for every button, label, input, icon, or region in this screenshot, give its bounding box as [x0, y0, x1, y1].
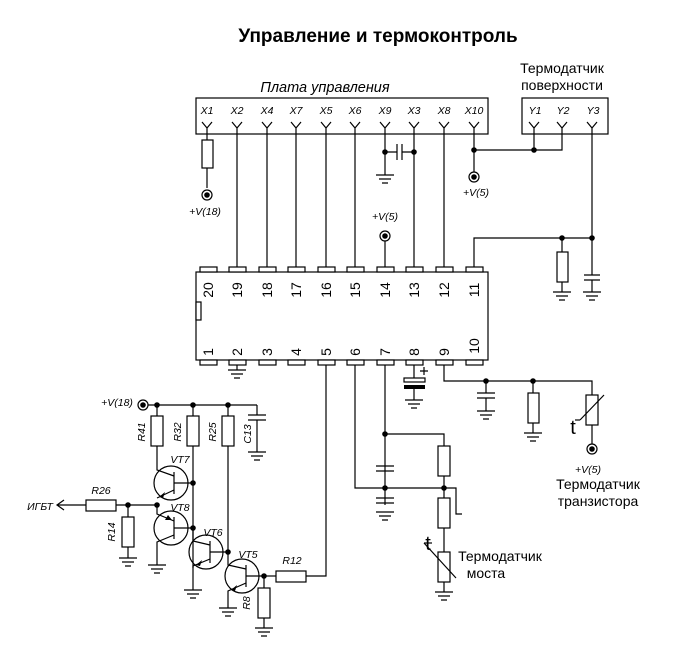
- igbt-arrow-icon: [55, 499, 86, 511]
- terminal-forks: [201, 121, 480, 134]
- r12-resistor: [264, 365, 327, 583]
- svg-text:6: 6: [347, 348, 363, 356]
- x1-resistor: [201, 134, 214, 188]
- transistor-sensor-label-2: транзистора: [558, 493, 639, 509]
- r26-label: R26: [91, 485, 110, 497]
- bridge-thermistor: [423, 542, 457, 601]
- bridge-network: [354, 365, 462, 552]
- terminal-x9: X9: [378, 105, 392, 117]
- vt7-transistor: [153, 446, 193, 501]
- ic-chip: 20 19 18 17 16 15 14 13 12 11 1 2 3 4 5 …: [195, 266, 489, 366]
- r32-label: R32: [172, 422, 184, 441]
- svg-text:7: 7: [377, 348, 393, 356]
- pin8-electrolytic-capacitor: [403, 365, 428, 409]
- v18-top-label: +V(18): [189, 206, 221, 218]
- v18-terminal-icon: [201, 189, 213, 201]
- v5-pin14-terminal-icon: [379, 230, 391, 267]
- terminal-x6: X6: [348, 105, 362, 117]
- r8-resistor: [255, 576, 273, 637]
- terminal-x10: X10: [464, 105, 484, 117]
- vt8-transistor: [148, 505, 193, 574]
- svg-text:20: 20: [200, 282, 216, 298]
- terminal-x7: X7: [289, 105, 304, 117]
- connector-to-ic-wires: [236, 134, 445, 267]
- terminal-x1: X1: [200, 105, 214, 117]
- igbt-label: ИГБТ: [27, 501, 54, 513]
- v5-x10-label: +V(5): [463, 187, 489, 199]
- terminal-y1: Y1: [529, 105, 542, 117]
- r41-label: R41: [136, 422, 148, 441]
- svg-text:8: 8: [406, 348, 422, 356]
- r25-label: R25: [207, 422, 219, 441]
- x10-net: [468, 134, 563, 183]
- c13-label: C13: [242, 424, 254, 443]
- bridge-sensor-label-2: моста: [467, 565, 506, 581]
- vt8-label: VT8: [170, 502, 189, 514]
- svg-text:13: 13: [406, 282, 422, 298]
- v18-driver-label: +V(18): [101, 397, 133, 409]
- svg-text:2: 2: [229, 348, 245, 356]
- vt5-transistor: [219, 552, 264, 617]
- svg-text:12: 12: [436, 282, 452, 298]
- control-board-label: Плата управления: [260, 80, 389, 96]
- ic-bottom-pin-labels: 1 2 3 4 5 6 7 8 9 10: [200, 338, 482, 356]
- vt6-transistor: [184, 530, 228, 599]
- svg-text:11: 11: [466, 283, 482, 298]
- terminal-x3: X3: [407, 105, 421, 117]
- x9-x3-capacitor: [376, 134, 417, 184]
- bridge-sensor-label-1: Термодатчик: [458, 548, 543, 564]
- v5-pin14-label: +V(5): [372, 211, 398, 223]
- vt5-label: VT5: [238, 549, 257, 561]
- v18-driver-terminal-icon: [137, 399, 149, 411]
- svg-text:14: 14: [377, 282, 393, 298]
- svg-text:16: 16: [318, 282, 334, 298]
- r26-resistor: [85, 499, 157, 512]
- transistor-thermistor-symbol: t: [570, 417, 576, 439]
- pin9-net: [443, 365, 593, 442]
- transistor-thermistor: [575, 394, 605, 455]
- bridge-thermistor-symbol: t: [425, 533, 431, 555]
- driver-supply-rail: [148, 402, 266, 461]
- svg-text:18: 18: [259, 282, 275, 298]
- terminal-x4: X4: [260, 105, 274, 117]
- terminal-y3: Y3: [587, 105, 600, 117]
- vt7-label: VT7: [170, 454, 190, 466]
- transistor-sensor-label-1: Термодатчик: [556, 476, 641, 492]
- svg-text:17: 17: [288, 282, 304, 298]
- svg-text:3: 3: [259, 348, 275, 356]
- v5-transistor-sensor-label: +V(5): [575, 464, 601, 476]
- terminal-x5: X5: [319, 105, 333, 117]
- r14-label: R14: [106, 522, 118, 541]
- surface-sensor-label-1: Термодатчик: [520, 60, 605, 76]
- terminal-y2: Y2: [557, 105, 570, 117]
- svg-text:4: 4: [288, 348, 304, 356]
- svg-text:10: 10: [466, 338, 482, 354]
- diagram-title: Управление и термоконтроль: [238, 26, 517, 47]
- terminal-x2: X2: [230, 105, 244, 117]
- ic-top-pin-labels: 20 19 18 17 16 15 14 13 12 11: [200, 282, 482, 298]
- vt6-label: VT6: [203, 527, 222, 539]
- control-board-connector: [195, 97, 489, 135]
- surface-sensor-connector: [521, 97, 609, 135]
- pin2-ground-icon: [228, 365, 246, 379]
- r8-label: R8: [241, 596, 253, 610]
- y3-pin11-net: [473, 134, 601, 301]
- surface-sensor-label-2: поверхности: [521, 77, 603, 93]
- r14-resistor: [119, 505, 137, 567]
- terminal-x8: X8: [437, 105, 451, 117]
- svg-text:19: 19: [229, 282, 245, 298]
- svg-text:15: 15: [347, 282, 363, 298]
- control-board-terminals: X1 X2 X4 X7 X5 X6 X9 X3 X8 X10: [200, 105, 484, 117]
- svg-text:9: 9: [436, 348, 452, 356]
- r12-label: R12: [282, 555, 301, 567]
- svg-text:5: 5: [318, 348, 334, 356]
- svg-text:1: 1: [200, 348, 216, 356]
